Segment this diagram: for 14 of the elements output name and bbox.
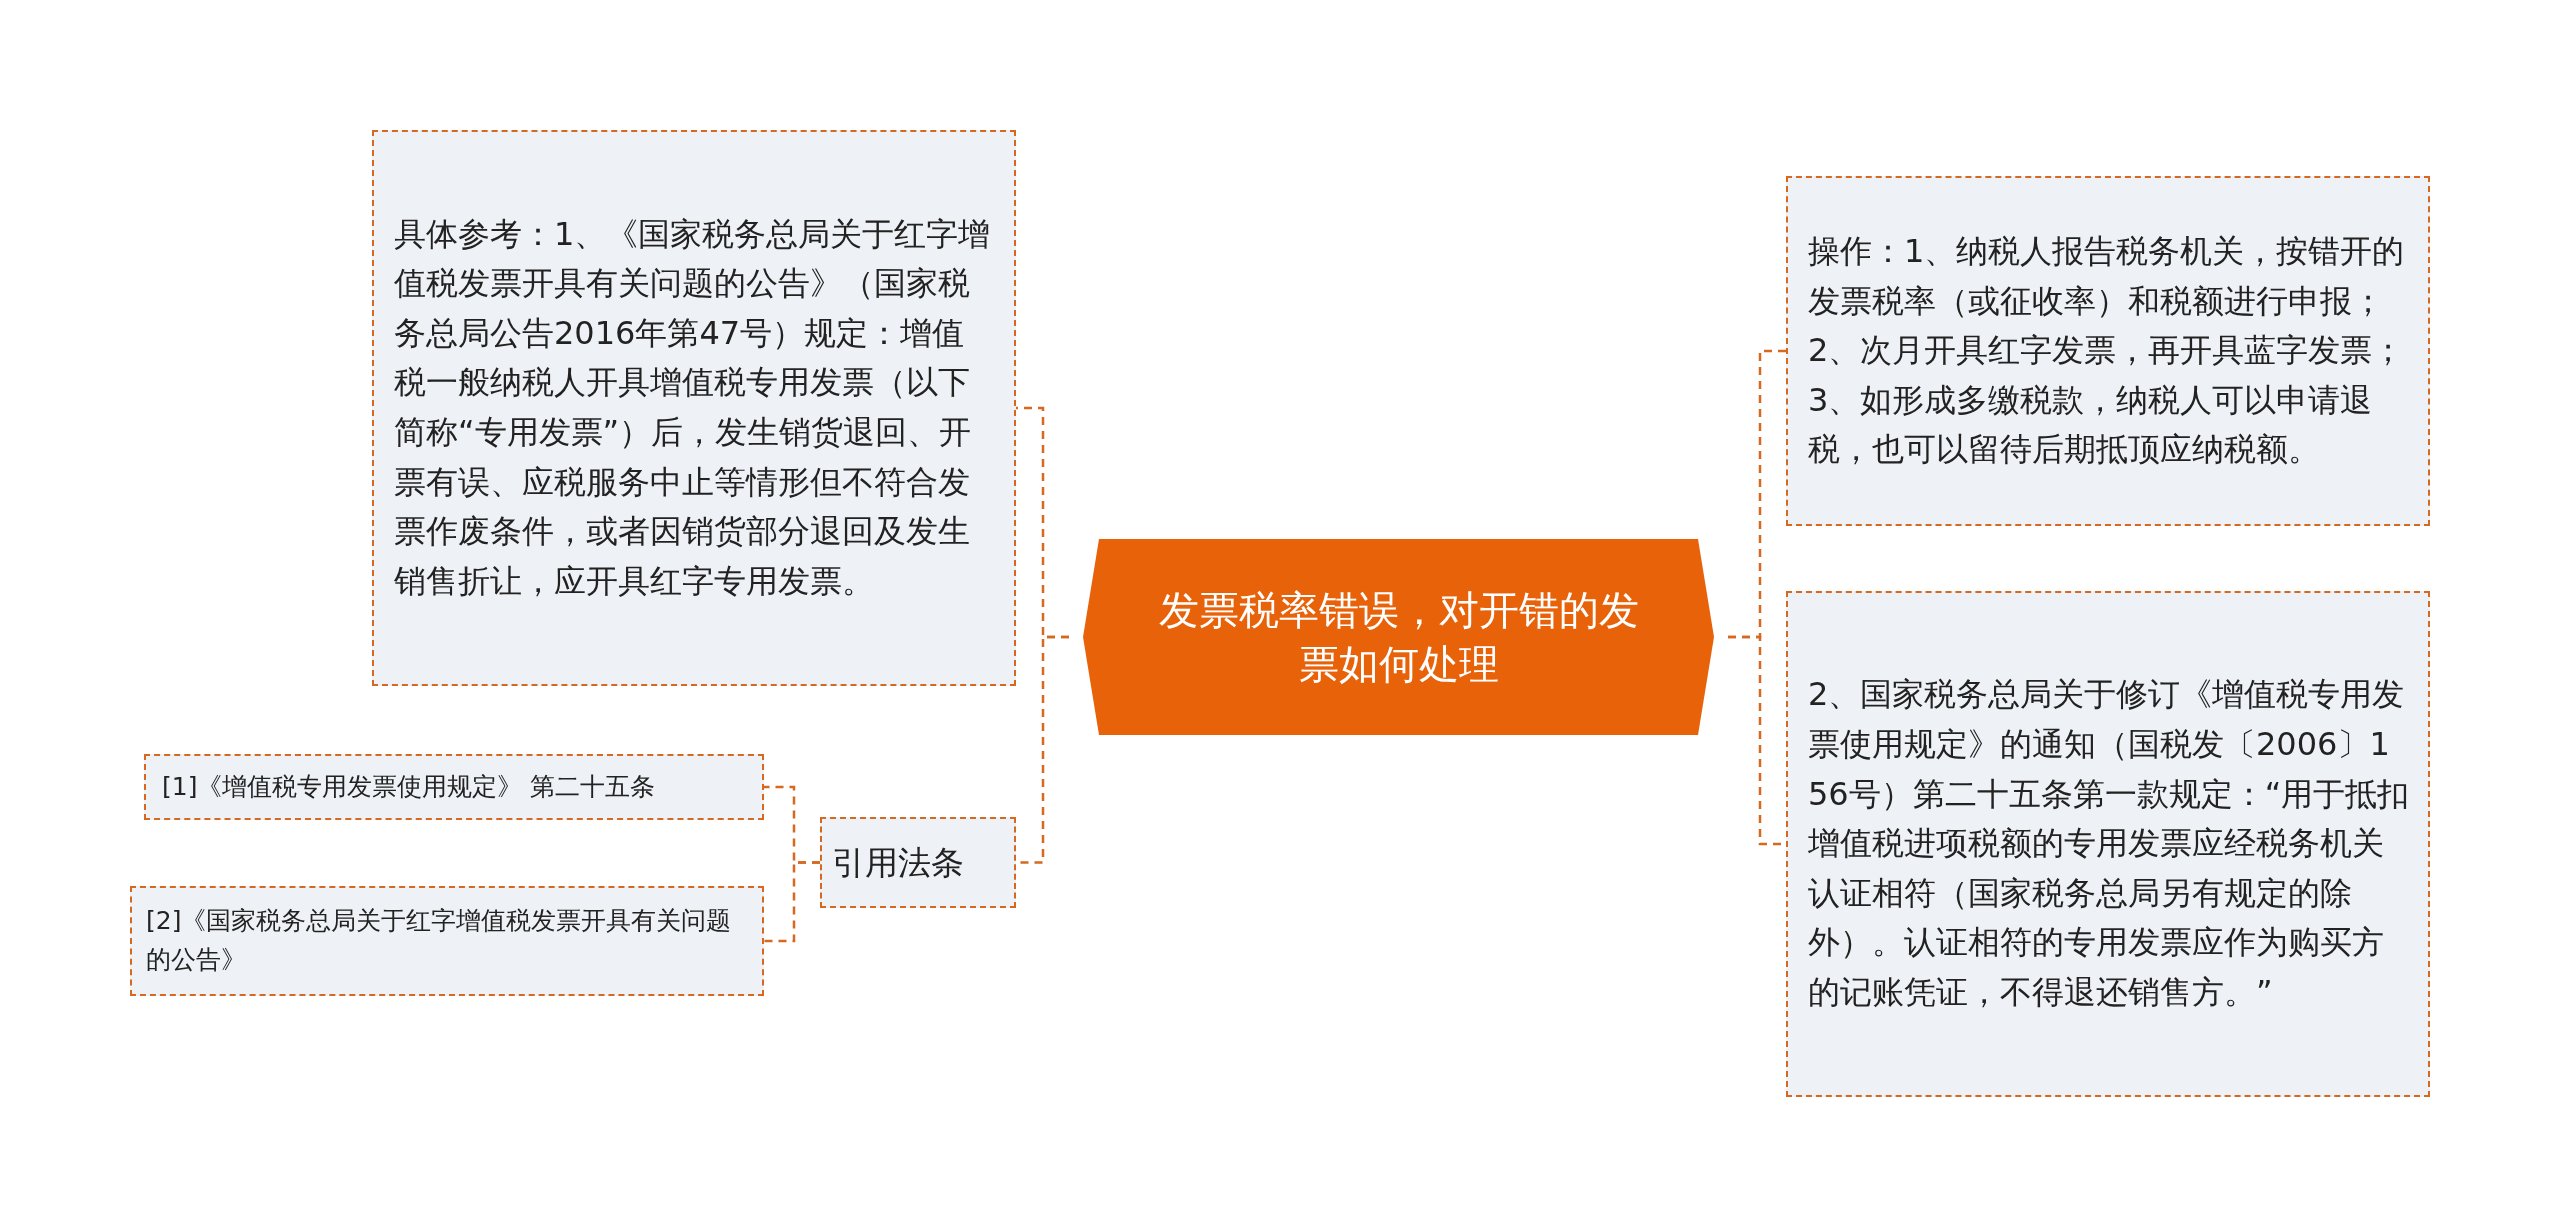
node-text: 2、国家税务总局关于修订《增值税专用发票使用规定》的通知（国税发〔2006〕156号）第二十五条第一款规定：“用于抵扣增值税进项税额的专用发票应经税务机关认证相符（国家税务总局另有规定的除外）。认证相符的专用发票应作为购买方的记账凭证，不得退还销售方。” <box>1808 674 2410 1013</box>
node-text: [1]《增值税专用发票使用规定》 第二十五条 <box>162 770 657 803</box>
topic-box <box>1786 176 2430 526</box>
topic-box <box>1786 591 2430 1097</box>
topic-box <box>144 754 764 820</box>
topic-title: 发票税率错误，对开错的发票如何处理 <box>1157 586 1640 689</box>
node-text: 引用法条 <box>832 841 965 884</box>
node-text: 操作：1、纳税人报告税务机关，按错开的发票税率（或征收率）和税额进行申报；2、次月开具红字发票，再开具蓝字发票；3、如形成多缴税款，纳税人可以申请退税，也可以留待后期抵顶应纳税额。 <box>1808 231 2406 471</box>
topic-box <box>820 817 1016 908</box>
node-text: 具体参考：1、《国家税务总局关于红字增值税发票开具有关问题的公告》（国家税务总局公告2016年第47号）规定：增值税一般纳税人开具增值税专用发票（以下简称“专用发票”）后，发生销货退回、开票有误、应税服务中止等情形但不符合发票作废条件，或者因销货部分退回及发生销售折让，应开具红字专用发票。 <box>394 213 992 602</box>
connector-line <box>764 861 820 943</box>
topic-box <box>372 130 1016 686</box>
node-text: [2]《国家税务总局关于红字增值税发票开具有关问题的公告》 <box>146 905 733 976</box>
topic-box <box>130 886 764 996</box>
